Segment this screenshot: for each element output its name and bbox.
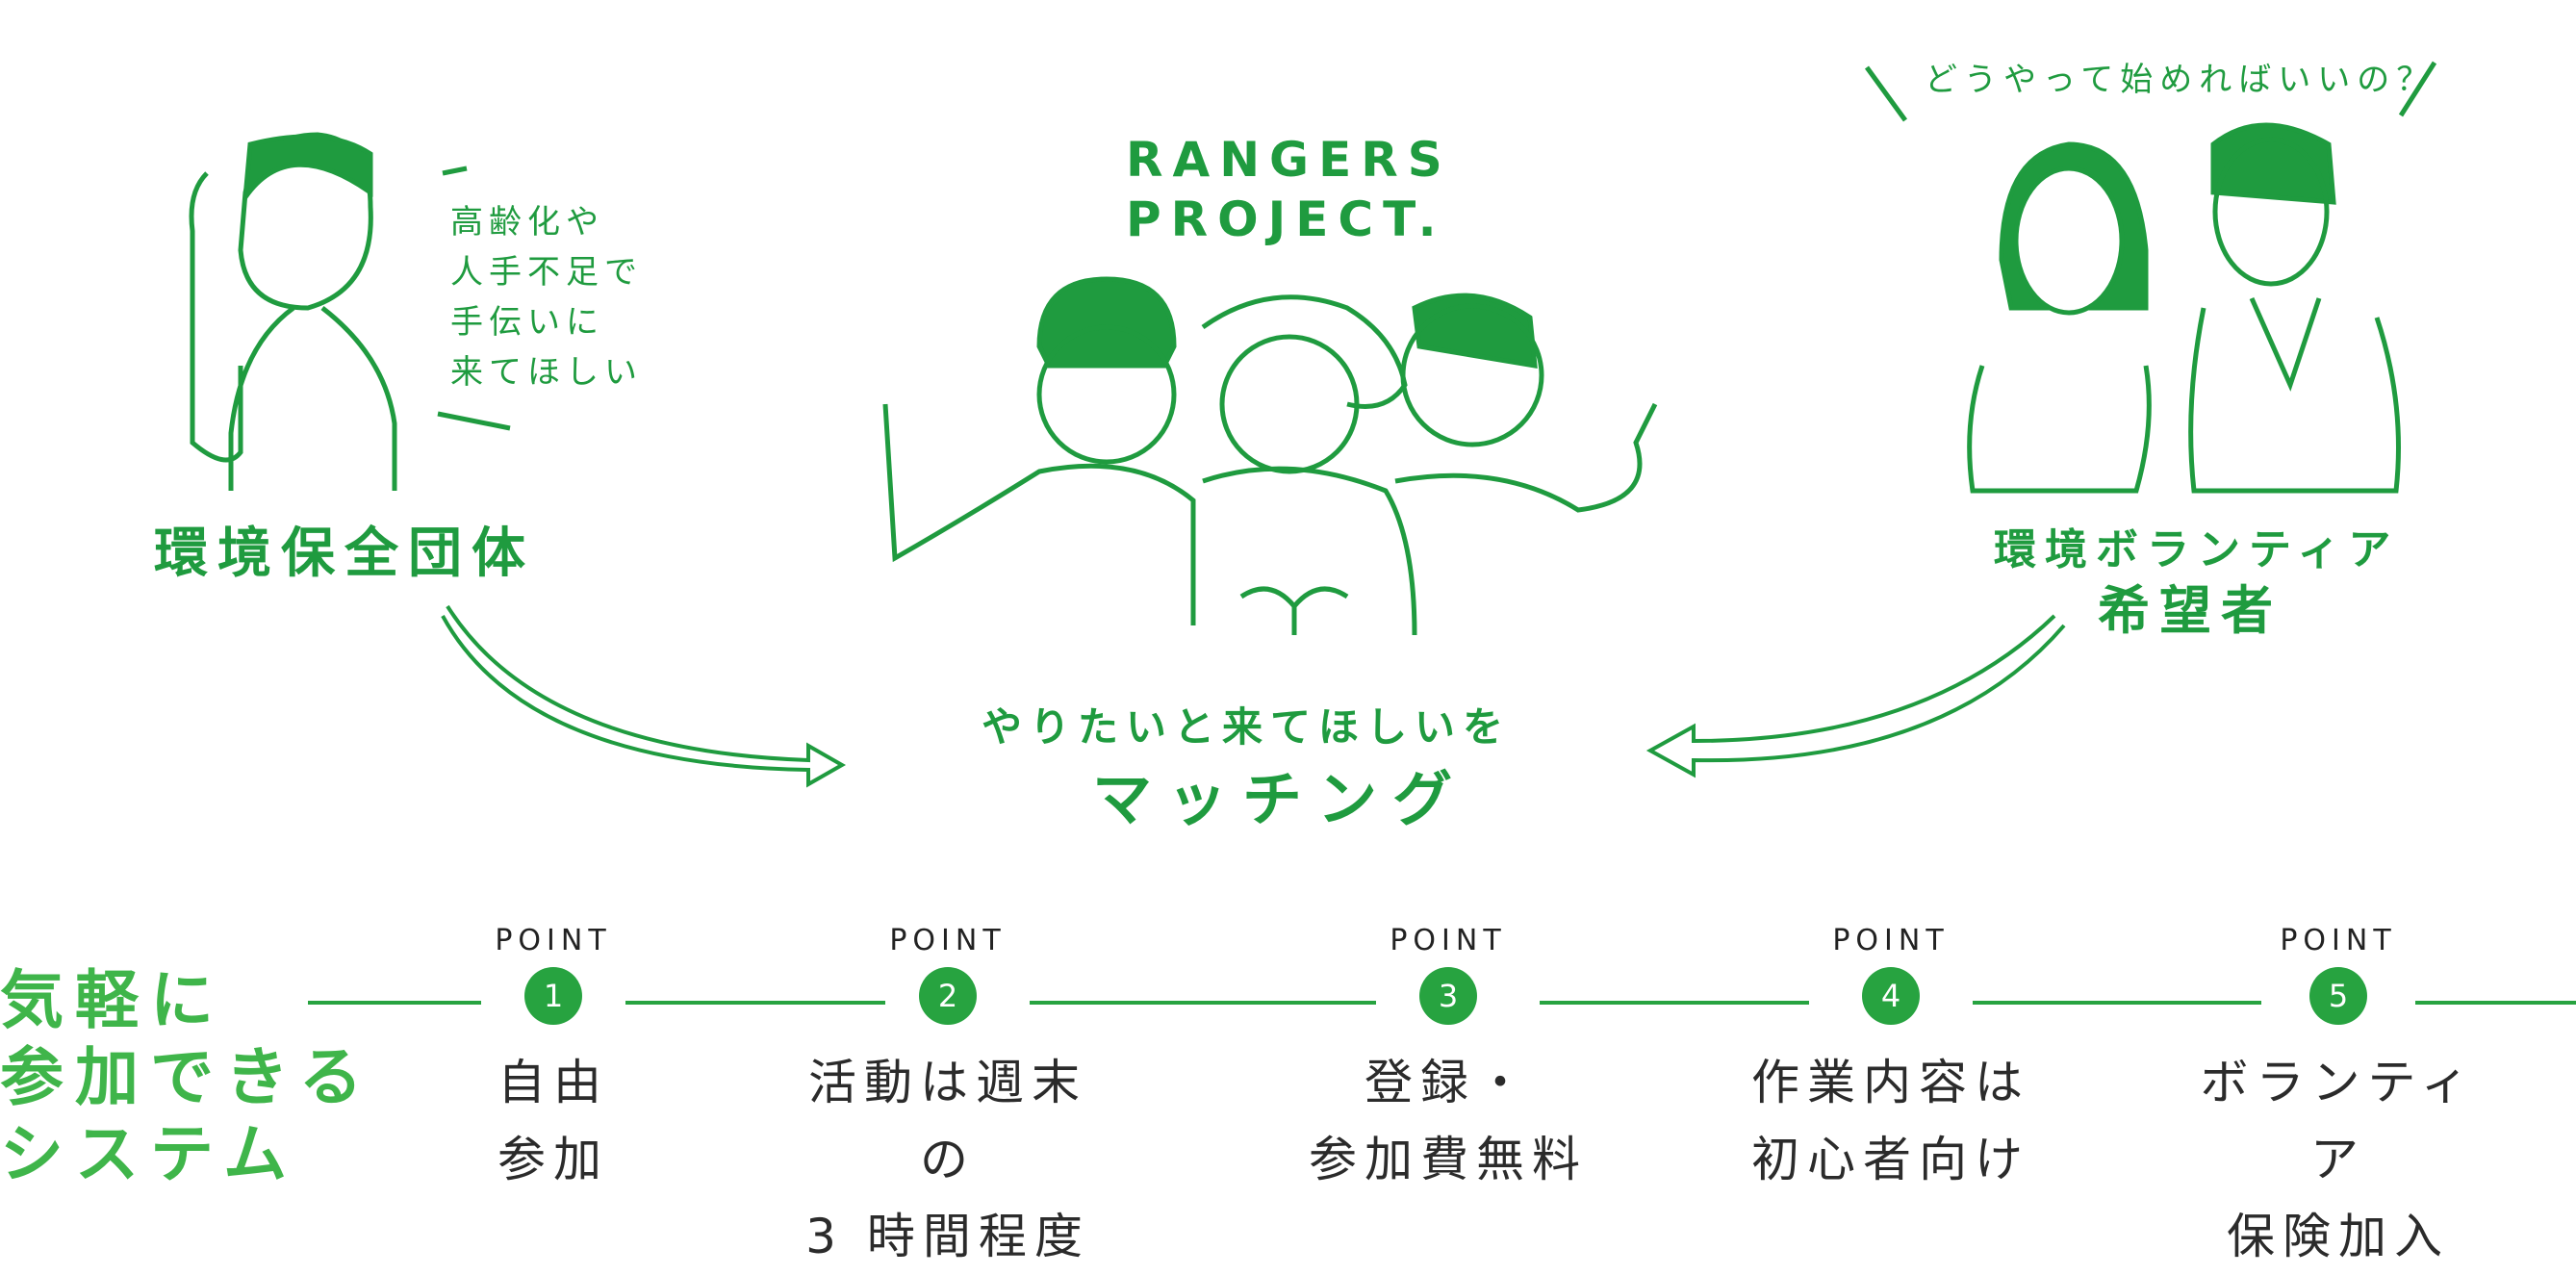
matching-subtitle: やりたいと来てほしいを [982, 703, 1512, 751]
point-3: POINT 3 登録・ 参加費無料 [1304, 924, 1593, 1198]
point-text: 自由 [497, 1055, 609, 1110]
matching-title: マッチング [1092, 764, 1468, 834]
bubble-line: 手伝いに [450, 303, 604, 342]
point-text: 3 時間程度 [805, 1209, 1090, 1264]
org-speech-bubble: 高齢化や 人手不足で 手伝いに 来てほしい [450, 197, 643, 397]
volunteer-label-sub: 希望者 [2098, 580, 2283, 641]
point-1: POINT 1 自由 参加 [409, 924, 698, 1198]
point-text: 参加 [497, 1132, 609, 1187]
point-caption: POINT [889, 924, 1007, 957]
point-number: 1 [524, 967, 582, 1025]
right-arrow-icon [1645, 614, 2066, 778]
logo: RANGERS PROJECT. [1126, 130, 1452, 249]
point-number: 2 [919, 967, 977, 1025]
volunteer-label: 環境ボランティア [1994, 525, 2400, 574]
illustration-layer [189, 61, 2437, 788]
timeline-line [625, 1001, 885, 1005]
timeline-line [1030, 1001, 1376, 1005]
point-text: 活動は週末の [808, 1055, 1087, 1187]
logo-line1: RANGERS [1126, 132, 1452, 188]
point-number: 3 [1419, 967, 1477, 1025]
timeline-line [1973, 1001, 2261, 1005]
timeline-line [308, 1001, 481, 1005]
system-line: 気軽に [0, 963, 225, 1037]
system-line: システム [0, 1117, 299, 1191]
system-heading: 気軽に 参加できる システム [0, 962, 374, 1193]
point-caption: POINT [495, 924, 612, 957]
org-label: 環境保全団体 [154, 523, 535, 585]
left-arrow-icon [441, 604, 847, 788]
rangers-illustration [882, 276, 1658, 636]
volunteers-illustration [1864, 61, 2437, 494]
point-2: POINT 2 活動は週末の 3 時間程度 [803, 924, 1092, 1275]
bubble-line: 来てほしい [450, 353, 643, 392]
point-text: 登録・ [1365, 1055, 1532, 1110]
point-number: 5 [2309, 967, 2367, 1025]
point-text: 初心者向け [1751, 1132, 2030, 1187]
elderly-person-illustration [189, 132, 511, 491]
bubble-line: 高齢化や [450, 203, 604, 242]
system-line: 参加できる [0, 1040, 374, 1114]
timeline-line [2415, 1001, 2576, 1005]
point-number: 4 [1862, 967, 1920, 1025]
point-text: 保険加入 [2227, 1209, 2450, 1264]
point-caption: POINT [1390, 924, 1507, 957]
point-caption: POINT [1832, 924, 1950, 957]
point-caption: POINT [2280, 924, 2397, 957]
bubble-line: 人手不足で [450, 253, 643, 292]
point-text: 作業内容は [1751, 1055, 2030, 1110]
point-5: POINT 5 ボランティア 保険加入 [2194, 924, 2483, 1275]
volunteer-question: どうやって始めればいいの？ [1925, 61, 2436, 99]
logo-line2: PROJECT. [1126, 191, 1446, 247]
timeline-line [1540, 1001, 1809, 1005]
point-4: POINT 4 作業内容は 初心者向け [1747, 924, 2035, 1198]
point-text: 参加費無料 [1309, 1132, 1588, 1187]
point-text: ボランティア [2200, 1055, 2477, 1187]
